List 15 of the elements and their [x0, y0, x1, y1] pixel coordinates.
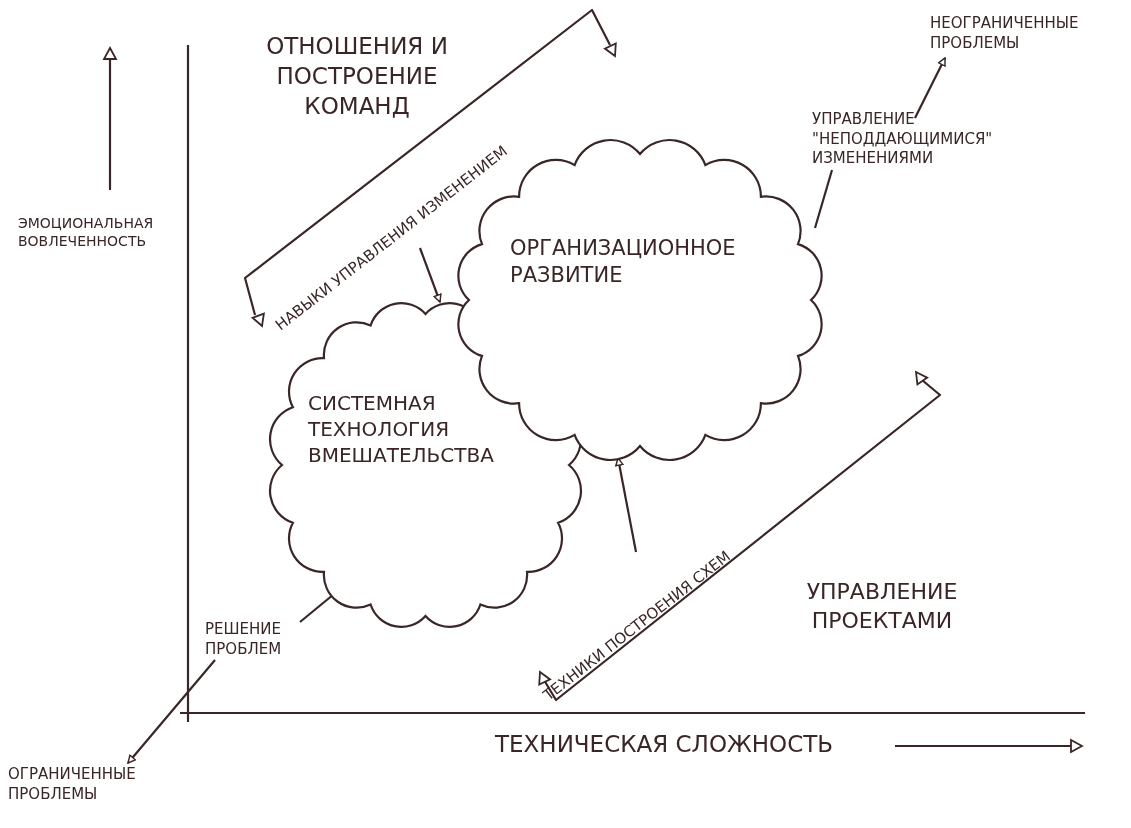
node-text: СИСТЕМНАЯ ТЕХНОЛОГИЯ ВМЕШАТЕЛЬСТВА	[308, 390, 495, 468]
region-label: ОТНОШЕНИЯ И ПОСТРОЕНИЕ КОМАНД	[265, 32, 449, 121]
annotation-text: УПРАВЛЕНИЕ "НЕПОДДАЮЩИМИСЯ" ИЗМЕНЕНИЯМИ	[812, 110, 1047, 169]
axis-label: ЭМОЦИОНАЛЬНАЯ ВОВЛЕЧЕННОСТЬ	[18, 214, 155, 251]
axis-end-label: НЕОГРАНИЧЕННЫЕ ПРОБЛЕМЫ	[930, 14, 1125, 53]
node-text: ОРГАНИЗАЦИОННОЕ РАЗВИТИЕ	[510, 235, 737, 290]
leader-line	[813, 169, 834, 229]
arrow	[615, 457, 638, 553]
region-label: УПРАВЛЕНИЕ ПРОЕКТАМИ	[805, 578, 959, 635]
axis-label: ТЕХНИЧЕСКАЯ СЛОЖНОСТЬ	[495, 730, 835, 759]
arrow	[418, 247, 442, 303]
arrow	[127, 659, 216, 764]
axis-end-label: ОГРАНИЧЕННЫЕ ПРОБЛЕМЫ	[8, 765, 178, 804]
annotation-text: РЕШЕНИЕ ПРОБЛЕМ	[205, 620, 315, 659]
arrow	[914, 57, 946, 119]
